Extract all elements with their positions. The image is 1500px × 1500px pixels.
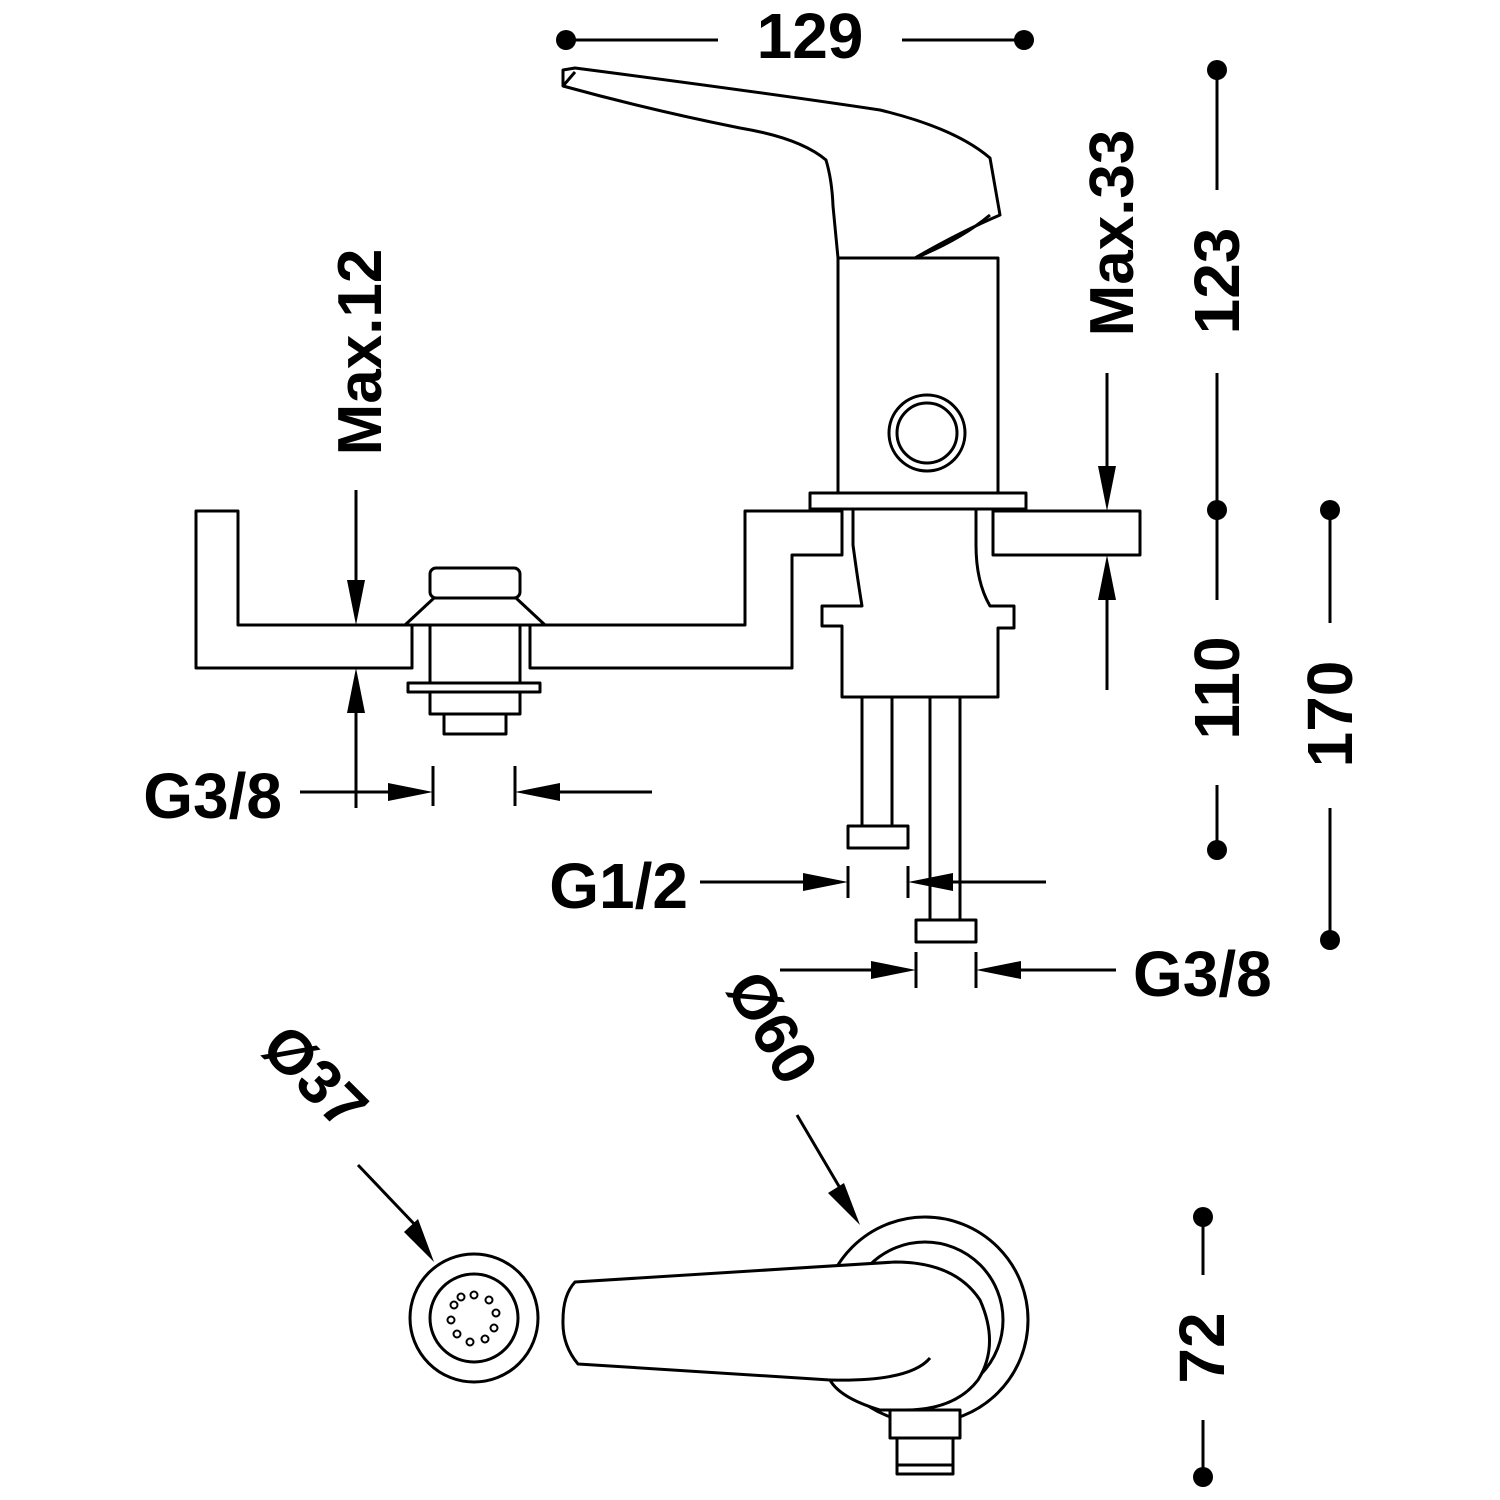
dimension-72: 72	[1166, 1207, 1238, 1487]
pipe-fitting-g12	[846, 824, 910, 850]
dim-label-max-12: Max.12	[326, 249, 395, 456]
faucet-side-view	[561, 66, 1028, 944]
drain-top-view	[408, 1252, 540, 1384]
drain-inner-ring	[428, 1272, 520, 1364]
supply-pipe-left	[860, 695, 894, 829]
dimension-max-12: Max.12	[326, 249, 395, 808]
dimension-129: 129	[556, 0, 1034, 72]
faucet-body	[836, 256, 1000, 495]
dim-label-max-33: Max.33	[1078, 130, 1147, 337]
dim-label-g12: G1/2	[549, 850, 688, 922]
drain-holes	[446, 1290, 501, 1347]
dimension-170: 170	[1294, 500, 1366, 950]
dim-label-diameter-37: Ø37	[249, 1012, 381, 1144]
top-view-supply-connector	[888, 1408, 962, 1440]
dimension-g12: G1/2	[549, 850, 1046, 922]
dim-label-123: 123	[1181, 228, 1253, 335]
dimension-max-33: Max.33	[1078, 130, 1147, 690]
dimension-g38-right: G3/8	[780, 938, 1272, 1010]
spout-outlet-outer	[887, 393, 967, 473]
faucet-shank	[820, 507, 1016, 699]
dimension-diameter-60: Ø60	[713, 960, 860, 1225]
dim-label-g38-right: G3/8	[1133, 938, 1272, 1010]
dimension-110: 110	[1181, 510, 1253, 860]
faucet-base-plate	[808, 491, 1028, 511]
dim-label-110: 110	[1181, 636, 1253, 739]
dim-label-72: 72	[1166, 1312, 1238, 1383]
dimension-g38-left: G3/8	[143, 760, 652, 832]
dimension-diameter-37: Ø37	[249, 1012, 434, 1262]
faucet-top-view	[561, 1215, 1030, 1476]
dim-label-170: 170	[1294, 661, 1366, 768]
drain-fitting	[403, 566, 547, 736]
pipe-fitting-g38	[914, 918, 978, 944]
dimension-123: 123	[1181, 60, 1253, 520]
dim-label-diameter-60: Ø60	[713, 960, 831, 1096]
drain-outer-ring	[408, 1252, 540, 1384]
spout-outlet-inner	[895, 401, 959, 465]
dim-label-129: 129	[757, 0, 864, 72]
top-view-lever	[561, 1260, 991, 1412]
dim-label-g38-left: G3/8	[143, 760, 282, 832]
faucet-lever	[561, 66, 1002, 260]
